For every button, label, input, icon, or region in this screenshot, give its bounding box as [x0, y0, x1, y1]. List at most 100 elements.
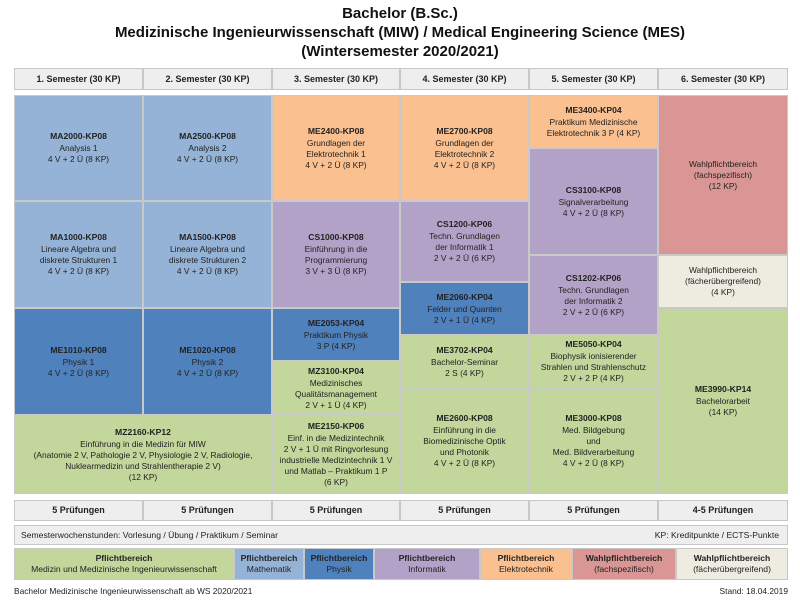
legend-wahlpflicht-fachspezifisch: Wahlpflichtbereich (fachspezifisch) [572, 548, 676, 580]
legend-wahlpflicht-faecheruebergreifend: Wahlpflichtbereich (fächerübergreifend) [676, 548, 788, 580]
footer-date: Stand: 18.04.2019 [719, 586, 788, 596]
module-mz2160: MZ2160-KP12 Einführung in die Medizin fü… [14, 415, 272, 494]
module-title: (fächerübergreifend) [685, 276, 761, 286]
module-hours: 3 P (4 KP) [316, 340, 356, 351]
module-title: Elektrotechnik 1 [306, 148, 366, 159]
module-ma2000: MA2000-KP08 Analysis 1 4 V + 2 Ü (8 KP) [14, 95, 143, 201]
module-title: Wahlpflichtbereich [688, 265, 758, 275]
module-title: Analysis 1 [59, 143, 98, 153]
module-credits: (4 KP) [711, 287, 735, 297]
module-code: ME2150-KP06 [307, 421, 365, 431]
module-credits: (12 KP) [128, 471, 158, 482]
module-title: Felder und Quanten [427, 303, 502, 314]
module-hours: 2 V + 2 Ü (6 KP) [433, 253, 496, 263]
legend-subtitle: Medizin und Medizinische Ingenieurwissen… [31, 564, 217, 574]
legend-subtitle: Informatik [408, 564, 446, 574]
module-code: CS1000-KP08 [308, 232, 364, 242]
page-title: Bachelor (B.Sc.) [342, 5, 458, 22]
legend-physik: Pflichtbereich Physik [304, 548, 374, 580]
module-title: Techn. Grundlagen [558, 284, 629, 295]
module-code: ME2700-KP08 [436, 125, 493, 136]
semester-title: (Wintersemester 2020/2021) [301, 43, 499, 60]
legend-title: Pflichtbereich [240, 553, 298, 563]
legend-informatik: Pflichtbereich Informatik [374, 548, 480, 580]
legend-subtitle: (fächerübergreifend) [693, 564, 771, 574]
module-title: Einführung in die [433, 425, 496, 435]
module-code: MA1500-KP08 [179, 232, 236, 242]
module-me2060: ME2060-KP04 Felder und Quanten 2 V + 1 Ü… [400, 282, 529, 335]
module-code: CS3100-KP08 [565, 184, 622, 195]
module-cs3100: CS3100-KP08 Signalverarbeitung 4 V + 2 Ü… [529, 148, 658, 255]
module-details: (Anatomie 2 V, Pathologie 2 V, Physiolog… [33, 449, 253, 460]
semester-header-3: 3. Semester (30 KP) [272, 68, 400, 90]
module-me3990: ME3990-KP14 Bachelorarbeit (14 KP) [658, 308, 788, 494]
module-title: und Photonik [440, 447, 489, 457]
module-me2150: ME2150-KP06 Einf. in die Medizintechnik … [272, 415, 400, 494]
module-title: Signalverarbeitung [558, 196, 629, 207]
exam-count-5: 5 Prüfungen [529, 500, 658, 521]
module-me2053: ME2053-KP04 Praktikum Physik 3 P (4 KP) [272, 308, 400, 361]
module-title: Bachelor-Seminar [430, 356, 499, 367]
module-hours: 2 V + 2 P (4 KP) [563, 373, 624, 383]
module-hours: 4 V + 2 Ü (8 KP) [562, 458, 625, 468]
module-code: ME3702-KP04 [436, 344, 493, 355]
legend-mathematik: Pflichtbereich Mathematik [234, 548, 304, 580]
module-hours: 4 V + 2 Ü (8 KP) [562, 207, 625, 218]
legend-medizin: Pflichtbereich Medizin und Medizinische … [14, 548, 234, 580]
module-title: Praktikum Medizinische [549, 116, 638, 127]
module-title: Lineare Algebra und [170, 244, 245, 254]
module-title: der Informatik 2 [564, 295, 623, 306]
module-hours: 2 V + 1 Ü (4 KP) [305, 399, 367, 410]
module-title: Biophysik ionisierender [550, 351, 637, 361]
exam-count-2: 5 Prüfungen [143, 500, 272, 521]
module-cs1200: CS1200-KP06 Techn. Grundlagen der Inform… [400, 201, 529, 282]
module-title: und [586, 436, 601, 446]
module-me3400: ME3400-KP04 Praktikum Medizinische Elekt… [529, 95, 658, 148]
module-title: Elektrotechnik 2 [434, 148, 495, 159]
module-code: ME5050-KP04 [565, 339, 622, 349]
module-cs1202: CS1202-KP06 Techn. Grundlagen der Inform… [529, 255, 658, 335]
module-title: Elektrotechnik 3 P (4 KP) [546, 127, 641, 138]
module-hours: 3 V + 3 Ü (8 KP) [305, 266, 367, 276]
module-code: ME2053-KP04 [307, 317, 365, 328]
module-code: ME2400-KP08 [307, 125, 365, 136]
semester-header-1: 1. Semester (30 KP) [14, 68, 143, 90]
module-hours: 4 V + 2 Ü (8 KP) [47, 367, 110, 378]
module-wahlpflicht-faecheruebergreifend: Wahlpflichtbereich (fächerübergreifend) … [658, 255, 788, 308]
module-title: Programmierung [304, 255, 368, 265]
module-code: ME2600-KP08 [436, 413, 493, 423]
module-hours: 2 V + 2 Ü (6 KP) [562, 306, 625, 317]
module-code: MZ3100-KP04 [308, 365, 364, 376]
module-me3702: ME3702-KP04 Bachelor-Seminar 2 S (4 KP) [400, 335, 529, 388]
legend-subtitle: Physik [326, 564, 352, 574]
credits-legend: KP: Kreditpunkte / ECTS-Punkte [654, 530, 779, 540]
module-code: MZ2160-KP12 [115, 426, 171, 437]
module-title: (fachspezifisch) [693, 169, 753, 180]
module-code: MA2000-KP08 [50, 131, 107, 141]
module-code: ME3400-KP04 [565, 104, 622, 115]
module-hours: 4 V + 2 Ü (8 KP) [176, 154, 239, 164]
module-me1010: ME1010-KP08 Physik 1 4 V + 2 Ü (8 KP) [14, 308, 143, 415]
module-wahlpflicht-fachspezifisch: Wahlpflichtbereich (fachspezifisch) (12 … [658, 95, 788, 255]
module-title: Medizinisches [309, 377, 363, 388]
module-title: Einführung in die Medizin für MIW [80, 438, 206, 449]
module-title: Physik 1 [62, 356, 95, 367]
legend-title: Wahlpflichtbereich [693, 553, 771, 563]
legend-notes: Semesterwochenstunden: Vorlesung / Übung… [14, 525, 788, 545]
module-title: Med. Bildverarbeitung [552, 447, 635, 457]
module-code: ME2060-KP04 [436, 291, 493, 302]
module-me1020: ME1020-KP08 Physik 2 4 V + 2 Ü (8 KP) [143, 308, 272, 415]
module-me2700: ME2700-KP08 Grundlagen der Elektrotechni… [400, 95, 529, 201]
module-credits: (14 KP) [708, 407, 738, 417]
module-code: MA2500-KP08 [179, 131, 236, 141]
exam-count-3: 5 Prüfungen [272, 500, 400, 521]
legend-title: Pflichtbereich [398, 553, 456, 563]
module-title: Physik 2 [191, 356, 224, 367]
module-title: der Informatik 1 [435, 242, 494, 252]
hours-legend: Semesterwochenstunden: Vorlesung / Übung… [21, 530, 278, 540]
module-title: Einführung in die [304, 244, 368, 254]
semester-header-4: 4. Semester (30 KP) [400, 68, 529, 90]
module-credits: (12 KP) [708, 180, 738, 191]
module-details: und Matlab – Praktikum 1 P [284, 466, 388, 476]
exam-count-1: 5 Prüfungen [14, 500, 143, 521]
